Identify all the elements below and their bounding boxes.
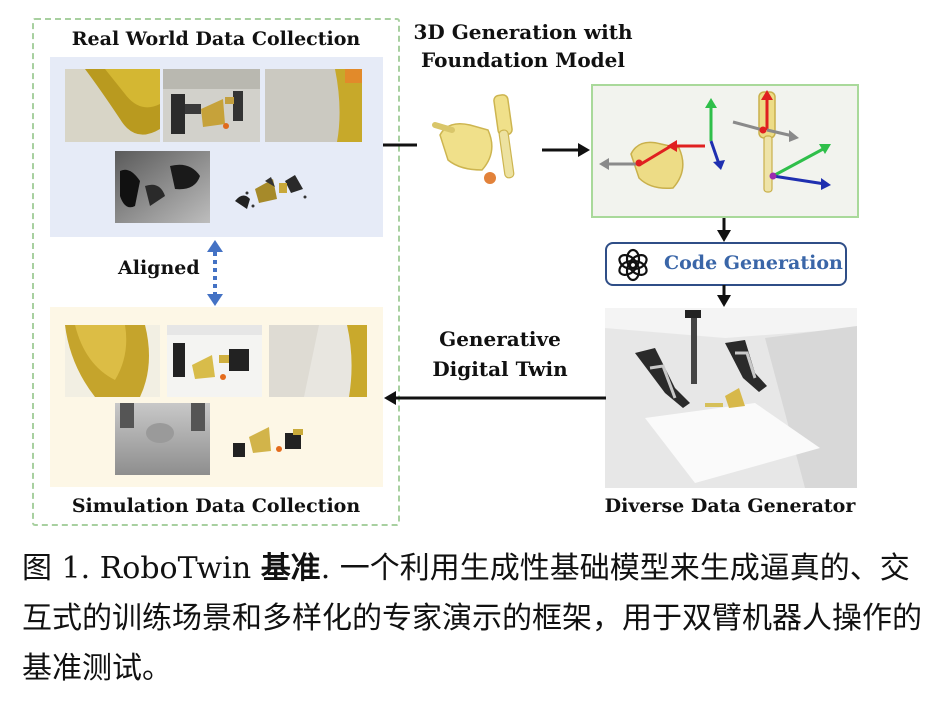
figure-caption: 图 1. RoboTwin 基准. 一个利用生成性基础模型来生成逼真的、交互式的… [22,544,932,694]
real-depth-map [115,151,210,223]
generative-twin-label: Generative Digital Twin [420,324,580,384]
pointcloud-image [225,151,320,223]
sim-pointcloud-image [225,403,320,475]
depth-map-image [115,151,210,223]
sim-pointcloud [225,403,320,475]
dustpan-closeup-image [65,69,160,142]
real-world-panel [50,57,383,237]
code-generation-label: Code Generation [664,252,843,274]
robot-workspace-image [605,308,857,488]
sim-dustpan-closeup-image [65,325,160,397]
to-code-arrow [716,218,732,244]
real-to-generation-line [383,140,423,150]
aligned-arrow [200,238,230,308]
generative-line1: Generative [420,324,580,354]
simulation-title: Simulation Data Collection [32,495,400,517]
generator-title: Diverse Data Generator [585,495,875,517]
sim-robot-scene-image [167,325,262,397]
real-photo-1 [65,69,160,142]
real-photo-2 [163,69,260,142]
to-generator-arrow [716,285,732,309]
sim-depth-map-image [115,403,210,475]
sim-photo-2 [167,325,262,397]
data-generator-render [605,308,857,488]
openai-knot-icon [616,248,650,282]
sim-photo-3 [269,325,367,397]
foundation-model-box [591,84,859,218]
generative-line2: Digital Twin [420,354,580,384]
digital-twin-arrow [382,390,606,406]
real-pointcloud [225,151,320,223]
simulation-panel [50,307,383,487]
sim-depth-map [115,403,210,475]
caption-bold: 基准 [261,551,321,586]
aligned-label: Aligned [118,257,200,279]
generation-title-line2: Foundation Model [408,46,638,74]
generated-objects-image [430,90,540,190]
dustpan-side-image [265,69,362,142]
generation-title-line1: 3D Generation with [408,18,638,46]
real-world-title: Real World Data Collection [32,28,400,50]
generation-title: 3D Generation with Foundation Model [408,18,638,74]
sim-dustpan-side-image [269,325,367,397]
robot-scene-image [163,69,260,142]
sim-photo-1 [65,325,160,397]
generation-arrow [542,142,592,158]
real-photo-3 [265,69,362,142]
pose-axes-image [593,86,857,216]
caption-prefix: 图 1. RoboTwin [22,551,261,586]
